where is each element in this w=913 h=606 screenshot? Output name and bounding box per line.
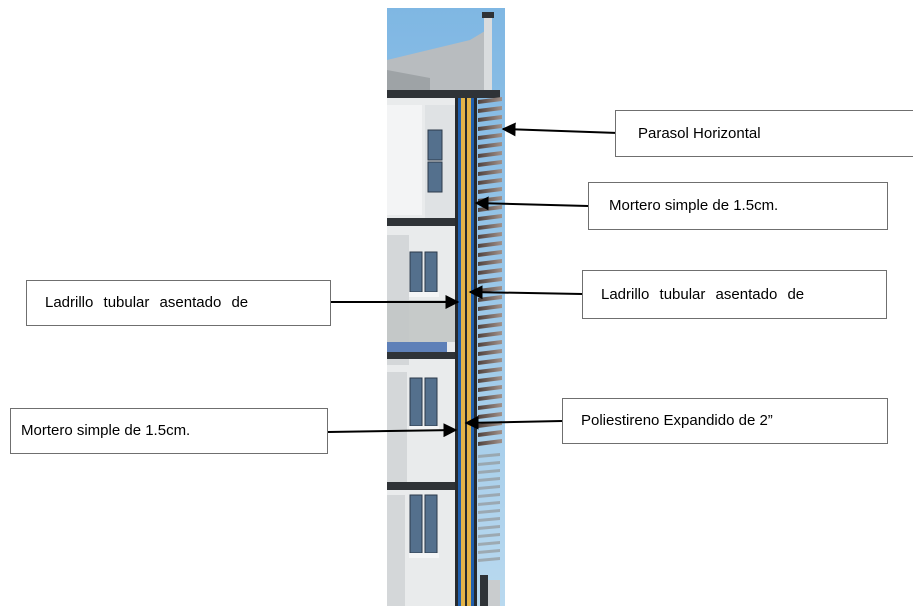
louver-slat (478, 241, 502, 248)
parasol-louvers (478, 97, 502, 562)
louver-slat (478, 403, 502, 410)
louver-slat (478, 142, 502, 149)
louver-slat (478, 169, 502, 176)
louver-slat (478, 259, 502, 266)
louver-slat (478, 358, 502, 365)
arrow-parasol (501, 122, 619, 137)
louver-slat (478, 430, 502, 437)
louver-slat (478, 533, 500, 538)
louver-slat (478, 268, 502, 275)
louver-slat (478, 232, 502, 239)
arrow-mortero-right (474, 196, 589, 211)
louver-slat (478, 509, 500, 514)
parapet-top (484, 14, 492, 96)
louver-slat (478, 493, 500, 498)
louver-slat (478, 340, 502, 347)
louver-slat (478, 541, 500, 546)
louver-slat (478, 385, 502, 392)
label-mortero-left: Mortero simple de 1.5cm. (10, 408, 328, 454)
label-ladrillo-left: Ladrillo tubular asentado de (26, 280, 331, 326)
louver-slat (478, 214, 502, 221)
leader-arrows (327, 122, 619, 438)
louver-slat (478, 439, 502, 446)
label-ladrillo-right: Ladrillo tubular asentado de (582, 270, 887, 319)
louver-slat (478, 485, 500, 490)
louver-slat (478, 160, 502, 167)
louver-slat (478, 277, 502, 284)
label-parasol-horizontal: Parasol Horizontal (615, 110, 913, 157)
arrow-ladrillo-right (468, 285, 583, 300)
louver-slat (478, 304, 502, 311)
arrow-poliestireno (464, 415, 563, 430)
wall-layers (455, 98, 477, 606)
label-poliestireno: Poliestireno Expandido de 2” (562, 398, 888, 444)
louver-slat (478, 187, 502, 194)
louver-slat (478, 97, 502, 104)
louver-slat (478, 124, 502, 131)
label-mortero-right: Mortero simple de 1.5cm. (588, 182, 888, 230)
louver-slat (478, 367, 502, 374)
louver-slat (478, 133, 502, 140)
louver-slat (478, 461, 500, 466)
arrow-mortero-left (327, 423, 458, 438)
louver-slat (478, 412, 502, 419)
louver-slat (478, 376, 502, 383)
louver-slat (478, 106, 502, 113)
louver-slat (478, 295, 502, 302)
louver-slat (478, 501, 500, 506)
louver-slat (478, 313, 502, 320)
louver-slat (478, 517, 500, 522)
louver-slat (478, 349, 502, 356)
louver-slat (478, 322, 502, 329)
louver-slat (478, 469, 500, 474)
louver-slat (478, 331, 502, 338)
louver-slat (478, 115, 502, 122)
louver-slat (478, 223, 502, 230)
louver-slat (478, 453, 500, 458)
louver-slat (478, 477, 500, 482)
louver-slat (478, 178, 502, 185)
louver-slat (478, 250, 502, 257)
floor-slabs (387, 90, 500, 490)
windows (409, 129, 443, 554)
louver-slat (478, 151, 502, 158)
louver-slat (478, 394, 502, 401)
louver-slat (478, 525, 500, 530)
louver-slat (478, 557, 500, 562)
louver-slat (478, 549, 500, 554)
